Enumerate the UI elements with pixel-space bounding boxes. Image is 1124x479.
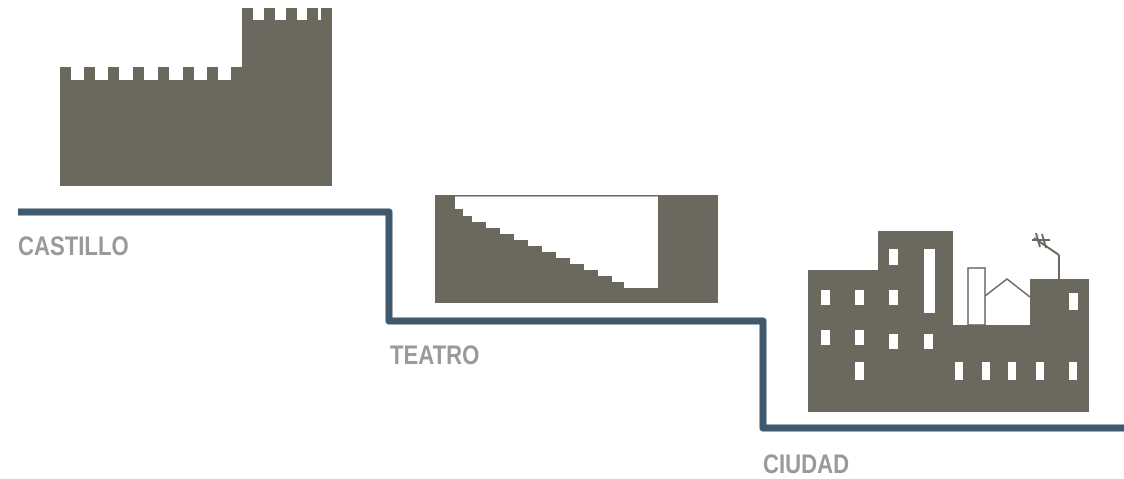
theater-label: TEATRO [390,340,480,370]
castle-building [60,8,332,186]
ground-step-line [18,208,1124,432]
theater-building [435,195,718,303]
castle-label: CASTILLO [18,231,129,261]
city-label: CIUDAD [763,449,850,479]
city-windows [821,249,1078,380]
city-buildings [808,231,1089,412]
city-chimney-house [967,267,1031,326]
